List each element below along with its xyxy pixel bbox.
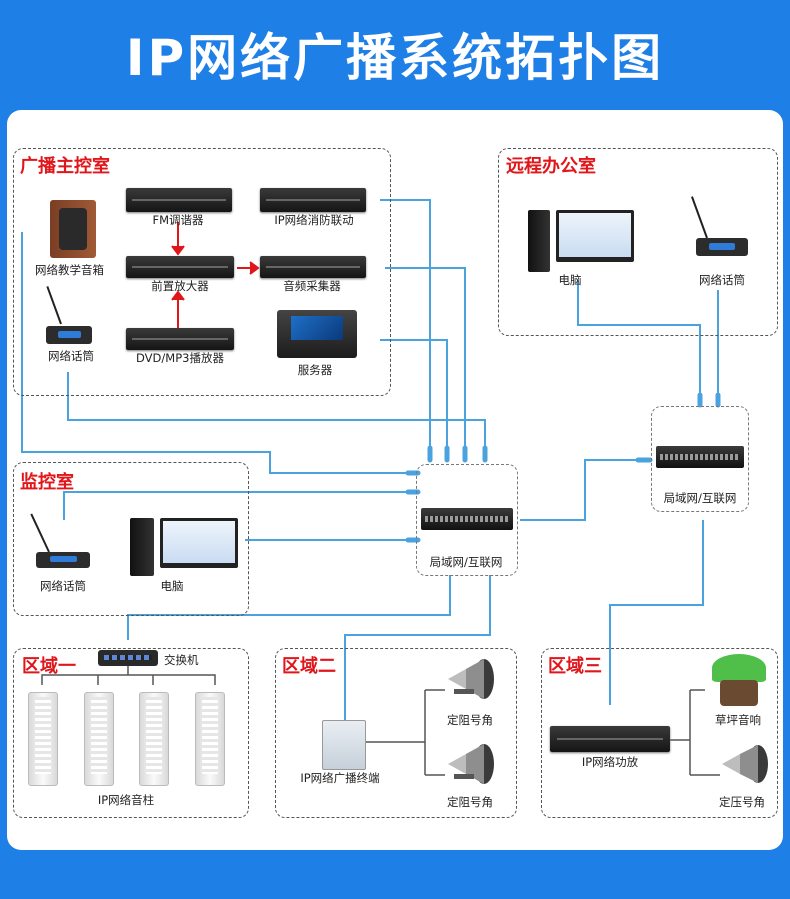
fm-tuner-label: FM调谐器 <box>152 213 204 227</box>
column-speaker-4-icon <box>195 692 225 786</box>
monitor-mic-icon <box>36 552 90 568</box>
horn-fixed-r2-label: 定阻号角 <box>447 795 493 809</box>
cable-area3 <box>609 520 704 705</box>
zone-area2 <box>275 648 517 818</box>
lan-right-label: 局域网/互联网 <box>663 491 737 505</box>
control-mic-label: 网络话筒 <box>48 349 94 363</box>
zone-lan-right <box>651 406 749 512</box>
monitor-pc-tower-icon <box>130 518 154 576</box>
zone-lan-center <box>416 464 518 576</box>
monitor-pc-monitor-icon <box>160 518 238 568</box>
remote-mic-label: 网络话筒 <box>699 273 745 287</box>
control-mic-icon <box>46 326 92 344</box>
zone-area3 <box>541 648 778 818</box>
terminal-label: IP网络广播终端 <box>300 771 380 785</box>
zone-title-area3: 区域三 <box>548 656 602 677</box>
zone-remote-office <box>498 148 778 336</box>
teaching-speaker-label: 网络教学音箱 <box>35 263 104 277</box>
cable-remote-pc <box>577 280 701 405</box>
preamp-icon <box>126 256 234 278</box>
remote-pc-tower-icon <box>528 210 550 272</box>
preamp-label: 前置放大器 <box>151 279 209 293</box>
cable-fire-linkage <box>380 199 431 460</box>
cable-monitor-mic <box>63 491 410 520</box>
terminal-icon <box>322 720 366 770</box>
column-speaker-1-icon <box>28 692 58 786</box>
fm-tuner-icon <box>126 188 232 212</box>
zone-title-area1: 区域一 <box>22 656 76 677</box>
dvd-player-label: DVD/MP3播放器 <box>136 351 224 365</box>
zone-title-remote-office: 远程办公室 <box>506 156 596 177</box>
server-icon <box>277 310 357 358</box>
area1-switch-label: 交换机 <box>164 653 199 667</box>
fire-linkage-icon <box>260 188 366 212</box>
dvd-player-icon <box>126 328 234 350</box>
column-speaker-3-icon <box>139 692 169 786</box>
remote-pc-monitor-icon <box>556 210 634 262</box>
cable-area2 <box>344 575 491 720</box>
monitor-pc-label: 电脑 <box>160 579 184 593</box>
cable-control-mic <box>67 372 486 460</box>
column-speaker-2-icon <box>84 692 114 786</box>
horn-fixed-r1-icon <box>448 659 494 699</box>
amp-icon <box>550 726 670 752</box>
zone-title-monitor-room: 监控室 <box>20 472 74 493</box>
horn-fixed-r1-label: 定阻号角 <box>447 713 493 727</box>
cable-lan-link <box>520 459 648 521</box>
zone-monitor-room <box>13 462 249 616</box>
cable-audio-collector <box>385 267 466 460</box>
zone-area1 <box>13 648 249 818</box>
lawn-speaker-body-icon <box>720 680 758 706</box>
page-title: IP网络广播系统拓扑图 <box>125 29 665 87</box>
server-label: 服务器 <box>297 363 333 377</box>
teaching-speaker-icon <box>50 200 96 258</box>
lan-center-switch-icon <box>421 508 513 530</box>
lawn-speaker-label: 草坪音响 <box>715 713 761 727</box>
amp-label: IP网络功放 <box>581 755 639 769</box>
monitor-mic-label: 网络话筒 <box>40 579 86 593</box>
zone-title-area2: 区域二 <box>282 656 336 677</box>
horn-voltage-icon <box>722 745 768 783</box>
lan-right-switch-icon <box>656 446 744 468</box>
column-speaker-label: IP网络音柱 <box>97 793 155 807</box>
lawn-speaker-cap-icon <box>712 654 766 682</box>
zone-control-room <box>13 148 391 396</box>
audio-collector-icon <box>260 256 366 278</box>
lan-center-label: 局域网/互联网 <box>429 555 503 569</box>
horn-fixed-r2-icon <box>448 744 494 784</box>
fire-linkage-label: IP网络消防联动 <box>274 213 354 227</box>
remote-mic-icon <box>696 238 748 256</box>
remote-pc-label: 电脑 <box>558 273 582 287</box>
zone-title-control-room: 广播主控室 <box>20 156 110 177</box>
area1-switch-icon <box>98 650 158 666</box>
audio-collector-label: 音频采集器 <box>283 279 341 293</box>
cable-area1 <box>127 575 451 640</box>
horn-voltage-label: 定压号角 <box>719 795 765 809</box>
cable-teaching-speaker <box>21 232 410 474</box>
